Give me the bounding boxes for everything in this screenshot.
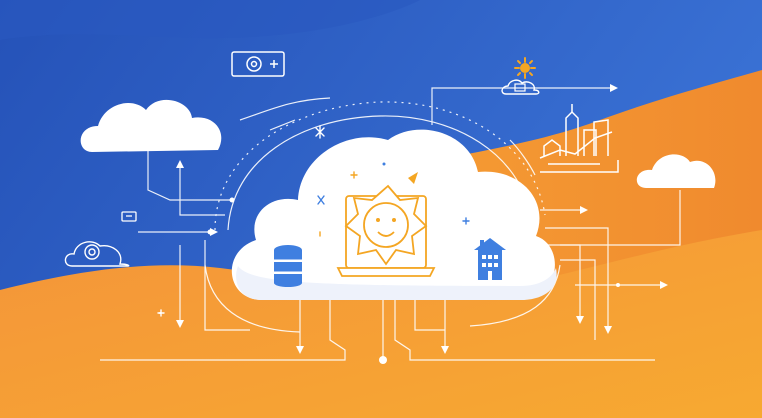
database-icon — [274, 245, 302, 287]
cloud-top-left — [80, 99, 222, 152]
blue-wave-top — [0, 0, 420, 40]
pencil-icon — [408, 172, 418, 184]
circuit-lines — [100, 87, 681, 361]
sparkles — [157, 125, 470, 317]
circuit-nodes — [159, 84, 668, 364]
battery-icon — [121, 211, 137, 222]
gear-cloud-icon — [64, 241, 130, 267]
sun-cloud-icon — [501, 57, 540, 95]
building-icon — [474, 238, 506, 280]
chip-icon — [231, 51, 285, 77]
orange-wave-bottom — [0, 230, 762, 418]
city-chart-icon — [539, 104, 619, 173]
smiling-sun-laptop-icon — [336, 184, 436, 277]
cloud-right — [636, 154, 716, 188]
